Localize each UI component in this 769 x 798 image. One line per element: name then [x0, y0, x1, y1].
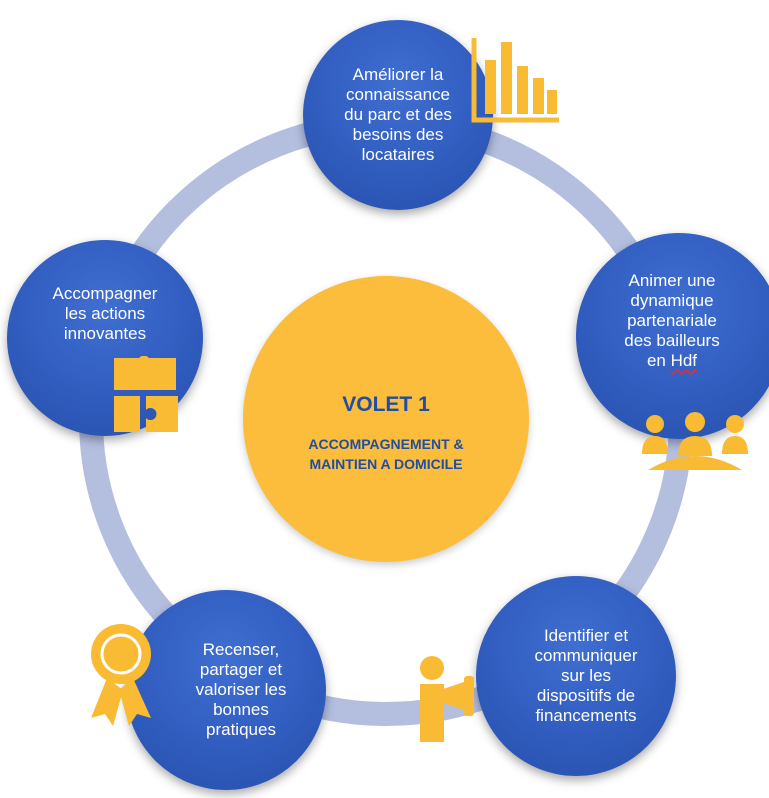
node-animer-dynamique: Animer une dynamique partenariale des ba… — [576, 233, 769, 439]
node-ameliorer-connaissance: Améliorer la connaissance du parc et des… — [303, 20, 493, 210]
node-text: Identifier et communiquer sur les dispos… — [534, 626, 638, 725]
megaphone-person-icon — [420, 656, 474, 742]
bar-chart-icon — [471, 38, 559, 123]
node-recenser-partager: Recenser, partager et valoriser les bonn… — [126, 590, 326, 790]
node-text: Animer une dynamique partenariale des ba… — [624, 271, 719, 371]
node-text: Recenser, partager et valoriser les bonn… — [195, 640, 287, 739]
center-subtitle: ACCOMPAGNEMENT & MAINTIEN A DOMICILE — [308, 436, 464, 472]
node-text: Accompagner les actions innovantes — [52, 284, 158, 343]
node-text: Améliorer la connaissance du parc et des… — [344, 65, 452, 164]
node-identifier-communiquer: Identifier et communiquer sur les dispos… — [476, 576, 676, 776]
node-text-hdf: Hdf — [670, 351, 698, 370]
center-circle: VOLET 1 ACCOMPAGNEMENT & MAINTIEN A DOMI… — [243, 276, 529, 562]
node-text-main: Animer une dynamique partenariale des ba… — [624, 271, 720, 370]
center-title: VOLET 1 — [342, 393, 430, 416]
group-people-icon — [642, 412, 748, 470]
award-ribbon-icon — [91, 624, 151, 726]
puzzle-pieces-icon — [114, 356, 178, 432]
